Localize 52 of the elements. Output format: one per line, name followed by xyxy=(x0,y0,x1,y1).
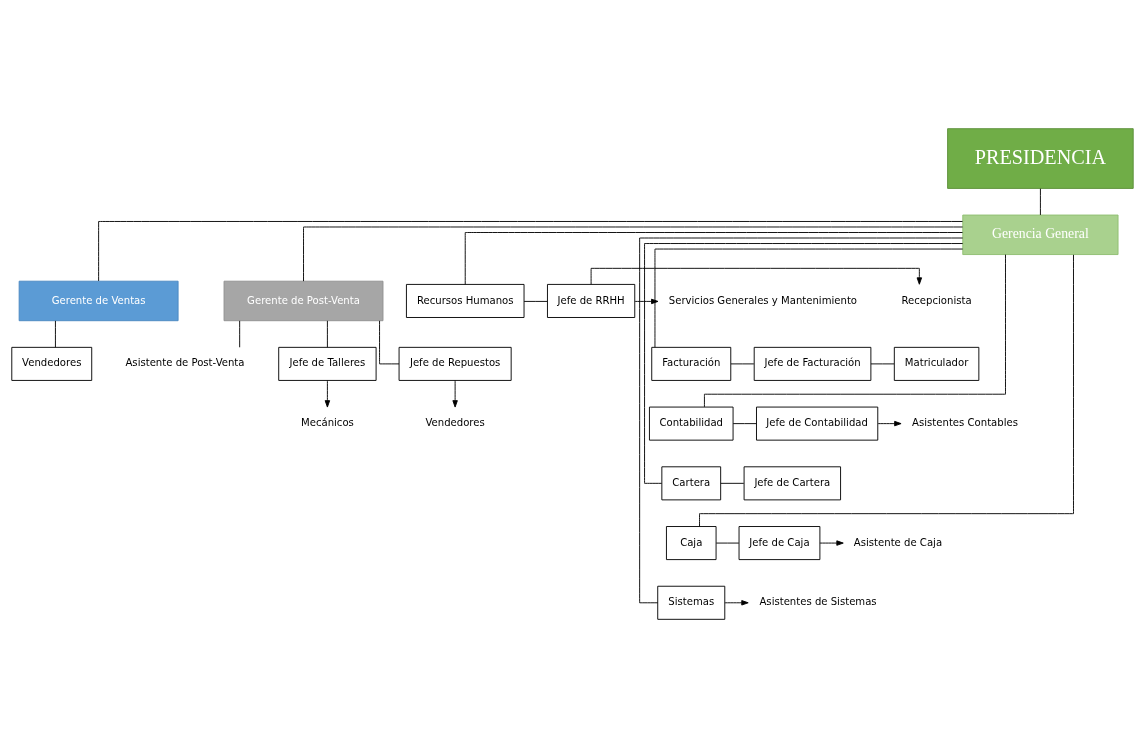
node-box: Facturación xyxy=(651,346,732,381)
connector xyxy=(870,362,895,364)
connector xyxy=(1039,187,1041,215)
arrow xyxy=(877,420,902,426)
node-text: Asistente de Caja xyxy=(853,536,943,548)
arrow xyxy=(324,379,331,408)
node-box: Caja xyxy=(666,525,717,560)
connector xyxy=(720,482,745,484)
arrow xyxy=(590,267,923,285)
node-text: Recepcionista xyxy=(901,294,972,306)
node-box: Cartera xyxy=(661,465,722,500)
node-text: Asistentes de Sistemas xyxy=(759,595,877,607)
arrow xyxy=(634,298,659,304)
node-text: Mecánicos xyxy=(300,416,354,428)
node-box: Jefe de Talleres xyxy=(278,346,377,381)
connector xyxy=(523,300,548,302)
arrow xyxy=(452,379,458,408)
node-box: Gerente de Post-Venta xyxy=(223,280,384,321)
connector xyxy=(239,319,241,348)
connector xyxy=(54,319,56,348)
connector xyxy=(732,422,757,424)
connector xyxy=(699,253,1074,527)
node-box: Jefe de Caja xyxy=(738,525,821,560)
connector xyxy=(654,248,964,348)
node-text: Asistente de Post-Venta xyxy=(125,356,245,368)
node-box: Jefe de Cartera xyxy=(743,465,842,500)
node-box: Matriculador xyxy=(893,346,980,381)
node-text: Asistentes Contables xyxy=(912,416,1018,428)
node-box: Jefe de Repuestos xyxy=(398,346,512,381)
node-box: Gerencia General xyxy=(962,214,1119,255)
node-box: Sistemas xyxy=(657,585,726,620)
node-box: Vendedores xyxy=(11,346,93,381)
connector xyxy=(639,237,964,603)
arrow xyxy=(819,539,844,546)
connector xyxy=(730,362,755,364)
node-box: Contabilidad xyxy=(649,406,734,441)
node-text: Servicios Generales y Mantenimiento xyxy=(668,294,858,306)
connector xyxy=(379,319,400,364)
connector xyxy=(303,226,964,282)
connector xyxy=(644,242,964,484)
node-box: Recursos Humanos xyxy=(405,283,525,318)
node-box: Jefe de Facturación xyxy=(753,346,872,381)
connector xyxy=(326,319,328,348)
node-box: Jefe de RRHH xyxy=(547,283,636,318)
connector xyxy=(715,542,740,543)
node-text: Vendedores xyxy=(425,416,485,428)
node-box: PRESIDENCIA xyxy=(947,127,1134,189)
arrow xyxy=(724,599,749,605)
node-box: Jefe de Contabilidad xyxy=(756,406,879,441)
node-box: Gerente de Ventas xyxy=(18,280,179,321)
connector xyxy=(98,220,963,281)
connector xyxy=(464,231,963,285)
